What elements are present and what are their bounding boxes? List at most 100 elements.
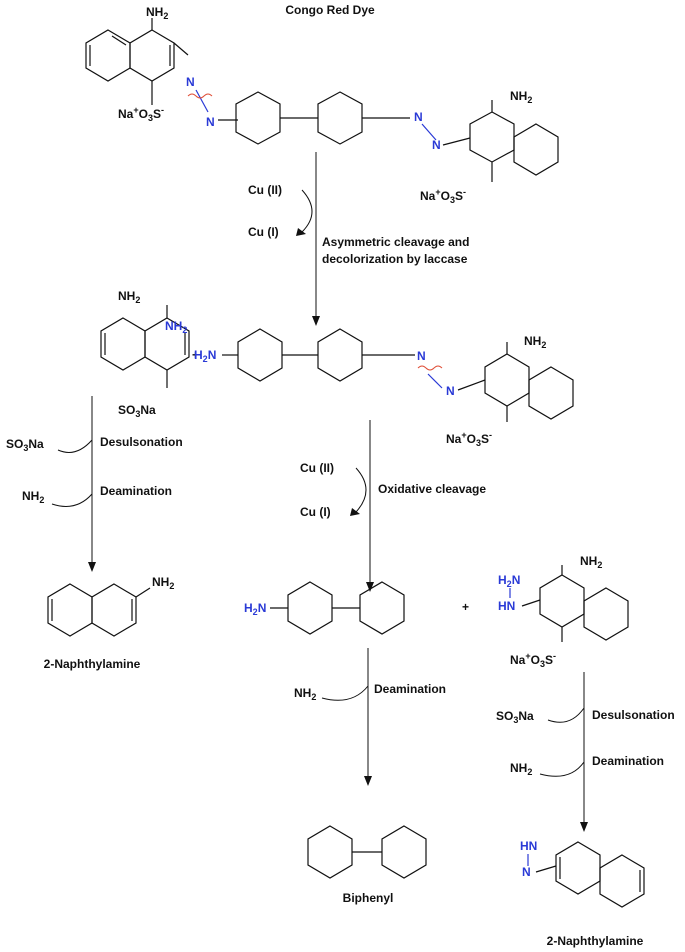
naph-ring bbox=[555, 841, 601, 895]
bond bbox=[457, 379, 486, 391]
h2n-label: H2N bbox=[498, 573, 520, 589]
cleavage-site bbox=[187, 93, 213, 99]
middle-product-name: Biphenyl bbox=[343, 891, 394, 905]
right-product-molecule: HN N bbox=[520, 839, 645, 908]
nh2-leaving: NH2 bbox=[294, 686, 316, 702]
bond bbox=[521, 599, 541, 607]
double-bond bbox=[111, 35, 127, 46]
n-atom: N bbox=[186, 75, 195, 89]
arrowhead bbox=[350, 508, 360, 516]
na-o3s-label: Na+O3S- bbox=[420, 187, 466, 205]
so3na-label: SO3Na bbox=[118, 403, 156, 419]
azo-double-bond bbox=[427, 373, 443, 389]
nh2-label: NH2 bbox=[152, 575, 174, 591]
azo-double-bond bbox=[195, 89, 209, 113]
phenyl-ring bbox=[237, 328, 283, 382]
step1-desc-line1: Asymmetric cleavage and bbox=[322, 235, 469, 249]
naph-ring bbox=[91, 583, 137, 637]
leaving-arrow bbox=[539, 761, 585, 777]
h2n-label: H2N bbox=[244, 601, 266, 617]
phenyl-ring bbox=[317, 328, 363, 382]
arrowhead bbox=[312, 316, 320, 326]
phenyl-ring-1 bbox=[235, 91, 281, 145]
so3na-leaving: SO3Na bbox=[6, 437, 44, 453]
right-deam-label: Deamination bbox=[592, 754, 664, 768]
plus-sign: + bbox=[192, 348, 199, 362]
na-o3s-label: Na+O3S- bbox=[510, 651, 556, 669]
bond bbox=[442, 137, 471, 146]
n-atom: N bbox=[446, 384, 455, 398]
arrowhead bbox=[364, 776, 372, 786]
naph-ring bbox=[528, 366, 574, 420]
left-fragment-molecule: NH2 NH2 SO3Na bbox=[100, 289, 190, 419]
left-product-molecule: NH2 bbox=[47, 575, 174, 637]
leaving-arrow bbox=[51, 493, 93, 507]
nh2-label: NH2 bbox=[165, 319, 187, 335]
left-desulf-label: Desulsonation bbox=[100, 435, 183, 449]
bond-nh2 bbox=[135, 587, 151, 598]
n-atom: N bbox=[417, 349, 426, 363]
naph-ring bbox=[484, 353, 530, 407]
naph-ring-b bbox=[129, 29, 175, 82]
hn-label: HN bbox=[498, 599, 515, 613]
arrowhead bbox=[366, 582, 374, 592]
nh2-label: NH2 bbox=[146, 5, 168, 21]
left-product-name: 2-Naphthylamine bbox=[44, 657, 141, 671]
nh2-leaving: NH2 bbox=[22, 489, 44, 505]
naph-ring bbox=[599, 854, 645, 908]
naph-ring bbox=[100, 317, 146, 371]
cu1-label: Cu (I) bbox=[248, 225, 279, 239]
naph-ring bbox=[47, 583, 93, 637]
phenyl-ring bbox=[359, 581, 405, 635]
leaving-arrow bbox=[321, 685, 369, 701]
congo-red-molecule: NH2 Na+O3S- N N N N NH2 Na+O3S- bbox=[85, 5, 559, 205]
step1-desc-line2: decolorization by laccase bbox=[322, 252, 468, 266]
naph-ring bbox=[539, 574, 585, 628]
n-atom: N bbox=[414, 110, 423, 124]
phenyl-ring bbox=[381, 825, 427, 879]
na-o3s-label: Na+O3S- bbox=[446, 430, 492, 448]
hn-label: HN bbox=[520, 839, 537, 853]
leaving-arrow bbox=[57, 439, 93, 453]
nh2-label: NH2 bbox=[510, 89, 532, 105]
bond-azo bbox=[173, 42, 189, 56]
h2n-label: H2N bbox=[194, 348, 216, 364]
azo-double-bond bbox=[421, 123, 437, 141]
cu2-label: Cu (II) bbox=[248, 183, 282, 197]
right-desulf-label: Desulsonation bbox=[592, 708, 675, 722]
naph-ring bbox=[583, 587, 629, 641]
right-product-name: 2-Naphthylamine bbox=[547, 934, 644, 948]
cu1-label-2: Cu (I) bbox=[300, 505, 331, 519]
nh2-label: NH2 bbox=[580, 554, 602, 570]
cu-cycle-arrow bbox=[301, 189, 313, 233]
cu2-label-2: Cu (II) bbox=[300, 461, 334, 475]
cleavage-site bbox=[417, 365, 443, 371]
nh2-leaving: NH2 bbox=[510, 761, 532, 777]
n-atom: N bbox=[206, 115, 215, 129]
bond bbox=[535, 865, 557, 873]
step2-desc: Oxidative cleavage bbox=[378, 482, 486, 496]
leaving-arrow bbox=[547, 707, 585, 723]
arrowhead bbox=[88, 562, 96, 572]
phenyl-ring-2 bbox=[317, 91, 363, 145]
aminobiphenyl-molecule: H2N bbox=[244, 581, 405, 635]
naph-ring-c bbox=[469, 111, 515, 163]
right-fragment-molecule: H2N HN NH2 Na+O3S- bbox=[498, 554, 629, 669]
naph-ring-d bbox=[513, 123, 559, 176]
left-deam-label: Deamination bbox=[100, 484, 172, 498]
plus-sign: + bbox=[462, 600, 469, 614]
middle-fragment-molecule: H2N N N NH2 Na+O3S- bbox=[194, 328, 574, 448]
nh2-label: NH2 bbox=[524, 334, 546, 350]
naph-ring-a bbox=[85, 29, 131, 82]
so3na-leaving: SO3Na bbox=[496, 709, 534, 725]
arrowhead bbox=[580, 822, 588, 832]
phenyl-ring bbox=[307, 825, 353, 879]
arrowhead bbox=[296, 228, 306, 236]
middle-deam-label: Deamination bbox=[374, 682, 446, 696]
n-atom: N bbox=[432, 138, 441, 152]
nh2-label: NH2 bbox=[118, 289, 140, 305]
cu-cycle-arrow bbox=[355, 467, 367, 513]
biphenyl-molecule bbox=[307, 825, 427, 879]
